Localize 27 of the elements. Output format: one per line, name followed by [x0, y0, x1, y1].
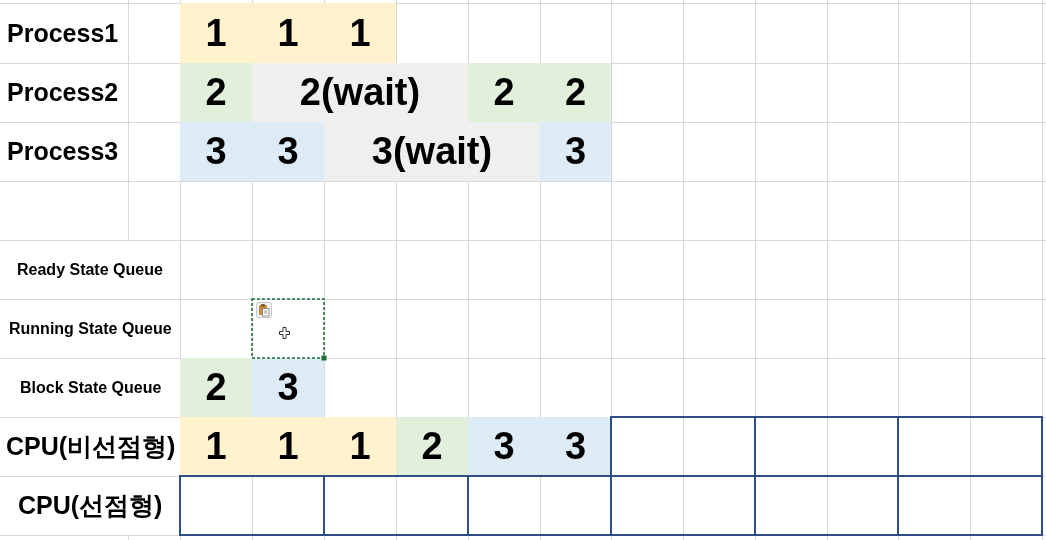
table-cell: 3	[540, 417, 611, 476]
table-cell: 2	[468, 63, 540, 122]
table-cell: 1	[252, 417, 324, 476]
table-cell: 2	[180, 358, 252, 417]
table-cell: 1	[180, 417, 252, 476]
row-label: Process3	[7, 136, 119, 167]
row-label: CPU(선점형)	[18, 490, 163, 521]
row-label: Running State Queue	[9, 318, 172, 339]
table-cell: 1	[324, 3, 396, 63]
table-cell: 1	[180, 3, 252, 63]
table-cell: 1	[324, 417, 396, 476]
table-cell: 3	[252, 122, 324, 181]
row-label: Process1	[7, 17, 119, 49]
table-cell: 3	[468, 417, 540, 476]
table-cell: 2	[396, 417, 468, 476]
table-cell: 3	[252, 358, 324, 417]
table-cell: 3	[540, 122, 611, 181]
table-cell: 2(wait)	[252, 63, 468, 122]
table-cell: 2	[540, 63, 611, 122]
table-cell: 1	[252, 3, 324, 63]
table-cell: 3(wait)	[324, 122, 540, 181]
table-cell: 3	[180, 122, 252, 181]
row-label: Ready State Queue	[17, 259, 163, 280]
row-label: Block State Queue	[20, 377, 162, 398]
row-label: CPU(비선점형)	[6, 431, 176, 462]
row-label: Process2	[7, 77, 119, 108]
table-cell: 2	[180, 63, 252, 122]
